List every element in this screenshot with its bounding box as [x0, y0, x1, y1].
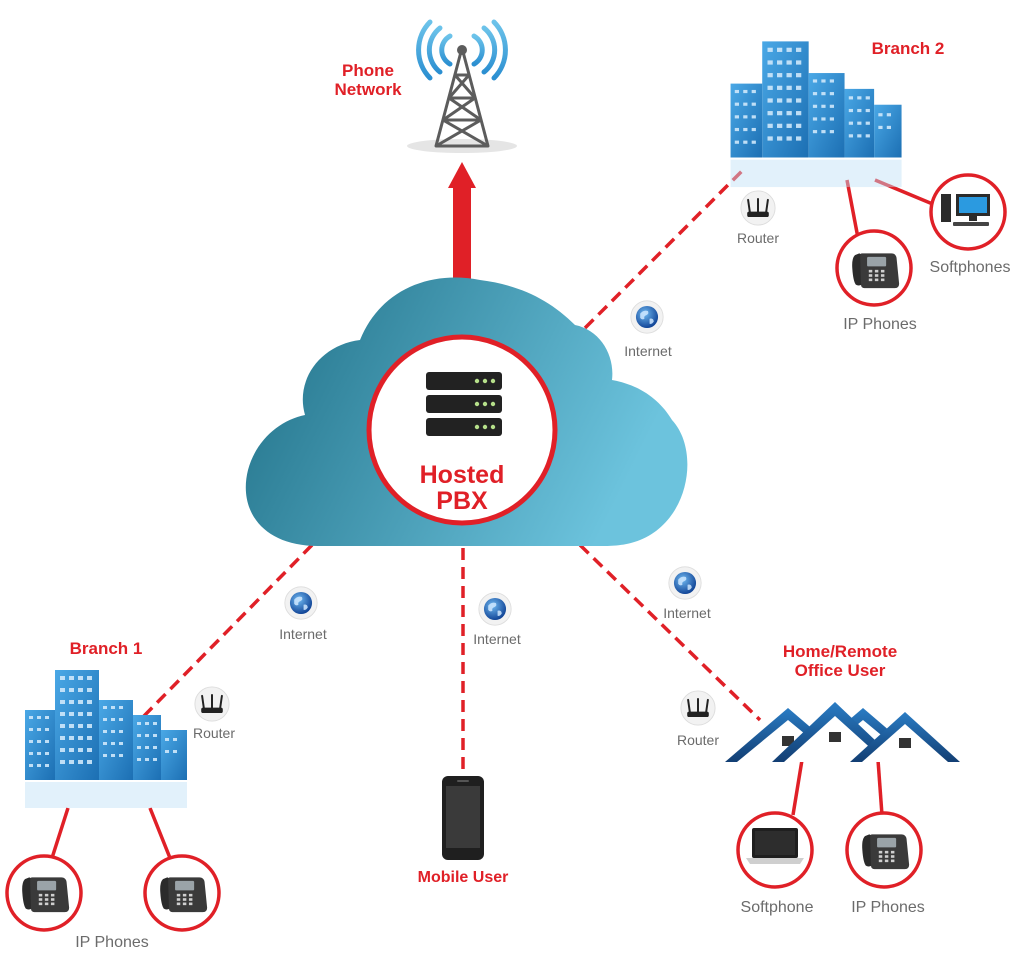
branch2-buildings-icon — [730, 41, 902, 188]
router-icon-branch2 — [740, 190, 776, 226]
branch2-router-label: Router — [736, 230, 780, 246]
branch1-phones-label: IP Phones — [75, 934, 149, 951]
branch2-softphones-label: Softphones — [929, 259, 1011, 276]
branch2-internet-label: Internet — [624, 343, 672, 359]
phone-network-line2: Network — [334, 79, 402, 99]
mobile-user-label: Mobile User — [417, 869, 509, 886]
branch2-ip-phones-label: IP Phones — [843, 316, 917, 333]
link-home-softphone — [791, 759, 804, 816]
branch2-softphone-computer-icon — [929, 173, 1007, 251]
link-branch1 — [138, 543, 314, 722]
smartphone-icon — [442, 776, 484, 860]
router-icon-home — [680, 690, 716, 726]
globe-icon-branch2 — [630, 300, 664, 334]
cell-tower-icon — [407, 19, 517, 153]
branch1-title: Branch 1 — [69, 639, 143, 658]
home-title-line1: Home/Remote — [782, 642, 898, 661]
hosted-label-line1: Hosted — [419, 461, 505, 489]
home-office-title: Home/Remote Office User — [762, 642, 918, 680]
home-ip-phone-icon — [845, 811, 923, 889]
link-branch2-ipphone — [845, 179, 860, 239]
home-ip-phones-label: IP Phones — [851, 899, 925, 916]
router-icon-branch1 — [194, 686, 230, 722]
phone-network-line1: Phone — [342, 61, 394, 80]
home-softphone-label: Softphone — [740, 899, 814, 916]
mobile-internet-label: Internet — [473, 631, 521, 647]
link-branch1-phone-b — [148, 807, 172, 859]
branch2-ip-phone-icon — [835, 229, 913, 307]
globe-icon-branch1 — [284, 586, 318, 620]
link-branch1-phone-a — [50, 807, 70, 859]
globe-icon-home — [668, 566, 702, 600]
home-router-label: Router — [676, 732, 720, 748]
hosted-pbx-label: Hosted PBX — [402, 462, 522, 515]
link-home — [578, 543, 762, 722]
branch2-title: Branch 2 — [871, 39, 945, 58]
branch1-ip-phone-b-icon — [143, 854, 221, 932]
hosted-label-line2: PBX — [436, 487, 488, 516]
home-title-line2: Office User — [794, 660, 886, 680]
hosted-pbx-badge — [366, 334, 558, 526]
link-home-ipphone — [876, 759, 884, 816]
arrow-to-phone-network — [448, 162, 476, 286]
server-stack-icon — [426, 372, 502, 436]
home-laptop-softphone-icon — [736, 811, 814, 889]
home-internet-label: Internet — [663, 605, 711, 621]
phone-network-label: Phone Network — [316, 61, 420, 99]
branch1-internet-label: Internet — [279, 626, 327, 642]
globe-icon-mobile — [478, 592, 512, 626]
branch1-ip-phone-a-icon — [5, 854, 83, 932]
branch1-buildings-icon — [25, 670, 187, 808]
branch1-router-label: Router — [192, 725, 236, 741]
houses-icon — [725, 702, 960, 762]
link-branch2 — [583, 166, 747, 330]
